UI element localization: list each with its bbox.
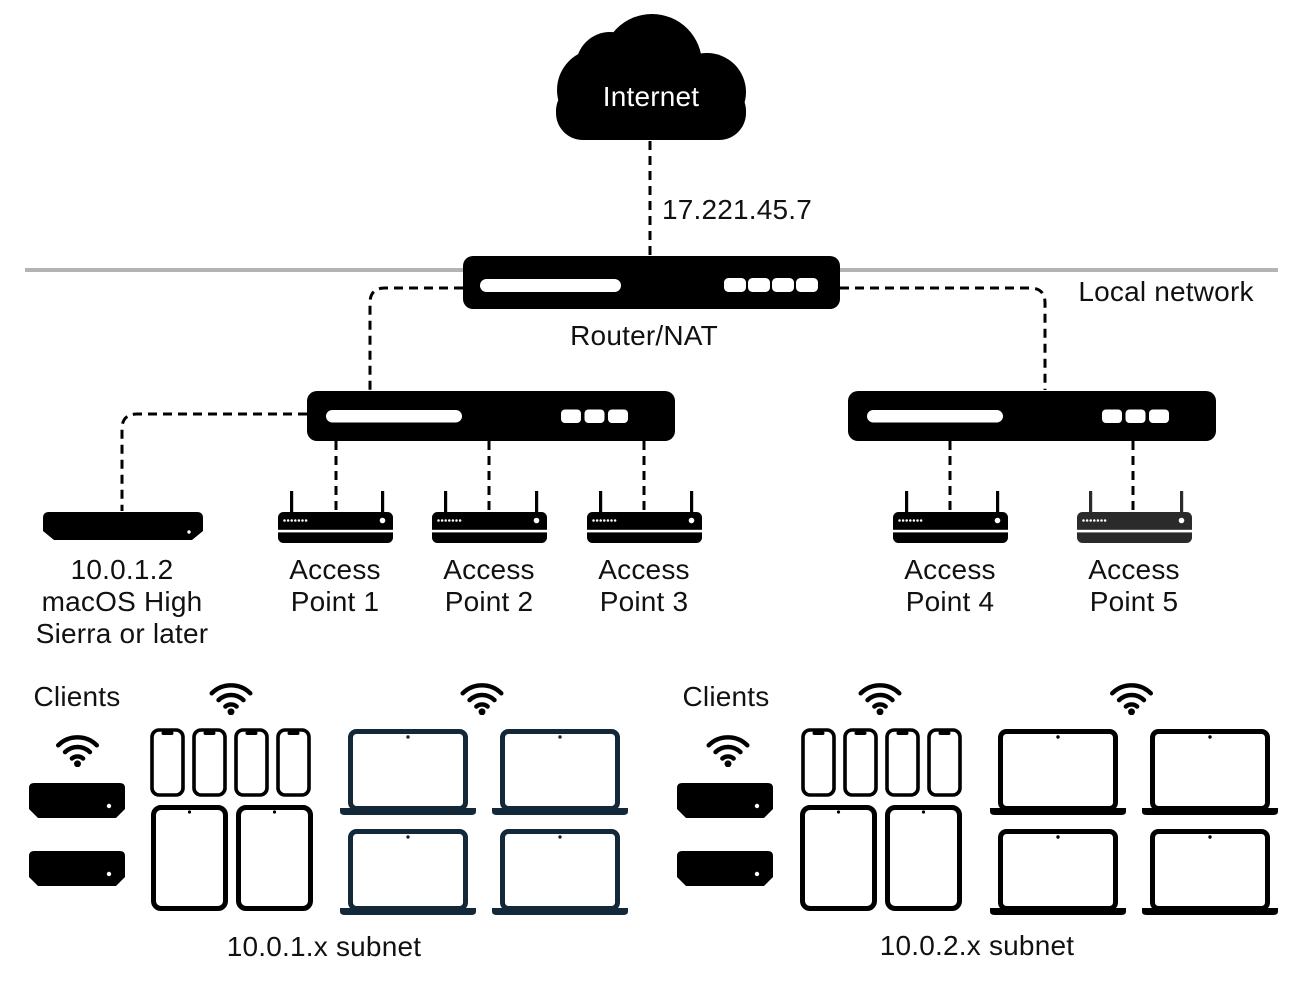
- mac-server-ip: 10.0.1.2: [70, 554, 174, 585]
- mac-server-icon: [43, 512, 203, 540]
- subnet-label-right: 10.0.2.x subnet: [879, 930, 1075, 961]
- mac-mini-client-icon: [677, 851, 773, 886]
- wifi-icon: [58, 737, 97, 767]
- laptop-client-icon: [990, 832, 1126, 916]
- access-point-1-icon: [278, 491, 393, 543]
- router-icon: [463, 256, 840, 309]
- router-label: Router/NAT: [570, 320, 718, 351]
- access-point-1-label-line1: Access: [289, 554, 381, 585]
- switch-left-icon: [307, 391, 675, 441]
- tablet-client-icon: [803, 808, 875, 909]
- laptop-client-icon: [340, 732, 476, 816]
- access-point-5-label-line2: Point 5: [1089, 586, 1179, 617]
- phone-client-icon: [801, 728, 836, 797]
- tablet-client-icon: [888, 808, 960, 909]
- access-point-2-icon: [432, 491, 547, 543]
- mac-server-label: 10.0.1.2 macOS High Sierra or later: [36, 554, 209, 650]
- access-point-3-icon: [587, 491, 702, 543]
- wan-ip-label: 17.221.45.7: [661, 194, 813, 225]
- connector-router-switch-left: [368, 286, 463, 390]
- phone-client-icon: [927, 728, 962, 797]
- phone-client-icon: [276, 728, 311, 797]
- wifi-icon: [212, 685, 251, 715]
- access-point-3-label: Access Point 3: [598, 554, 689, 618]
- tablet-client-icon: [154, 808, 226, 909]
- laptop-client-icon: [990, 732, 1126, 816]
- clients-label-left: Clients: [33, 681, 121, 712]
- access-point-5-label-line1: Access: [1088, 554, 1180, 585]
- phone-client-icon: [192, 728, 227, 797]
- access-point-3-label-line2: Point 3: [599, 586, 689, 617]
- access-point-2-label-line1: Access: [443, 554, 535, 585]
- mac-mini-client-icon: [29, 783, 125, 818]
- internet-cloud-icon: [556, 14, 746, 140]
- access-point-5-label: Access Point 5: [1088, 554, 1179, 618]
- phone-client-icon: [885, 728, 920, 797]
- access-point-5-icon: [1077, 491, 1192, 543]
- mac-mini-client-icon: [29, 851, 125, 886]
- access-point-3-label-line1: Access: [598, 554, 690, 585]
- phone-client-icon: [843, 728, 878, 797]
- access-point-1-label: Access Point 1: [289, 554, 380, 618]
- laptop-client-icon: [492, 832, 628, 916]
- clients-label-right: Clients: [682, 681, 770, 712]
- switch-right-icon: [848, 391, 1216, 441]
- laptop-client-icon: [1142, 732, 1278, 816]
- mac-mini-client-icon: [677, 783, 773, 818]
- mac-server-os-line1: macOS High: [41, 586, 203, 617]
- access-point-4-label-line2: Point 4: [905, 586, 995, 617]
- subnet-label-left: 10.0.1.x subnet: [226, 931, 422, 962]
- laptop-client-icon: [340, 832, 476, 916]
- wifi-icon: [861, 685, 900, 715]
- access-point-2-label: Access Point 2: [443, 554, 534, 618]
- access-point-4-label-line1: Access: [904, 554, 996, 585]
- connector-router-switch-right: [840, 286, 1047, 390]
- phone-client-icon: [234, 728, 269, 797]
- tablet-client-icon: [239, 808, 311, 909]
- access-point-2-label-line2: Point 2: [444, 586, 534, 617]
- access-point-1-label-line2: Point 1: [290, 586, 380, 617]
- wifi-icon: [463, 685, 502, 715]
- local-network-label: Local network: [1078, 276, 1254, 307]
- access-point-4-icon: [893, 491, 1008, 543]
- internet-label: Internet: [602, 81, 700, 112]
- phone-client-icon: [150, 728, 185, 797]
- laptop-client-icon: [1142, 832, 1278, 916]
- connector-switch-mac-server: [120, 412, 307, 511]
- laptop-client-icon: [492, 732, 628, 816]
- wifi-icon: [709, 737, 748, 767]
- access-point-4-label: Access Point 4: [904, 554, 995, 618]
- wifi-icon: [1112, 685, 1151, 715]
- mac-server-os-line2: Sierra or later: [35, 618, 209, 649]
